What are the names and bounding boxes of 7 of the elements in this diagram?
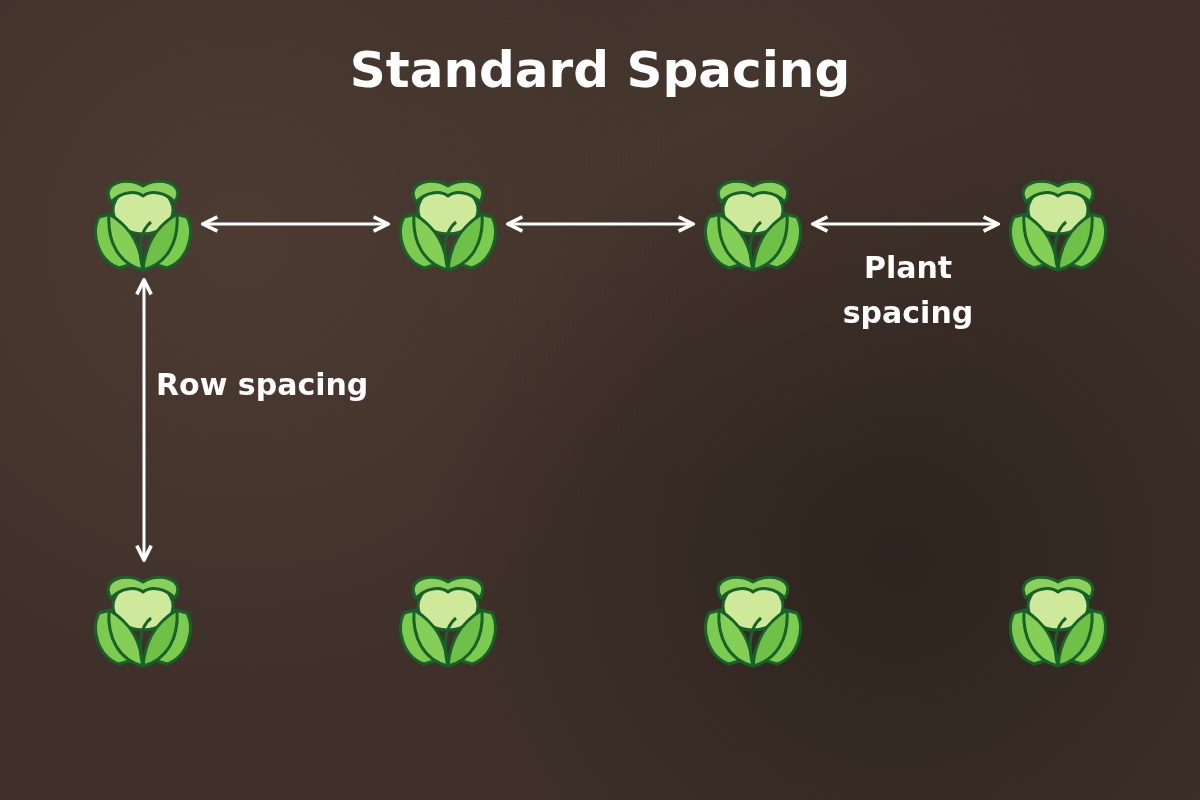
double-arrow: [811, 215, 1000, 233]
edge-label: Plant spacing: [841, 249, 975, 332]
title: Standard Spacing: [349, 40, 851, 100]
double-arrow: [506, 215, 695, 233]
double-arrow: [135, 278, 153, 562]
double-arrow: [201, 215, 390, 233]
edge-label: Row spacing: [156, 366, 370, 404]
